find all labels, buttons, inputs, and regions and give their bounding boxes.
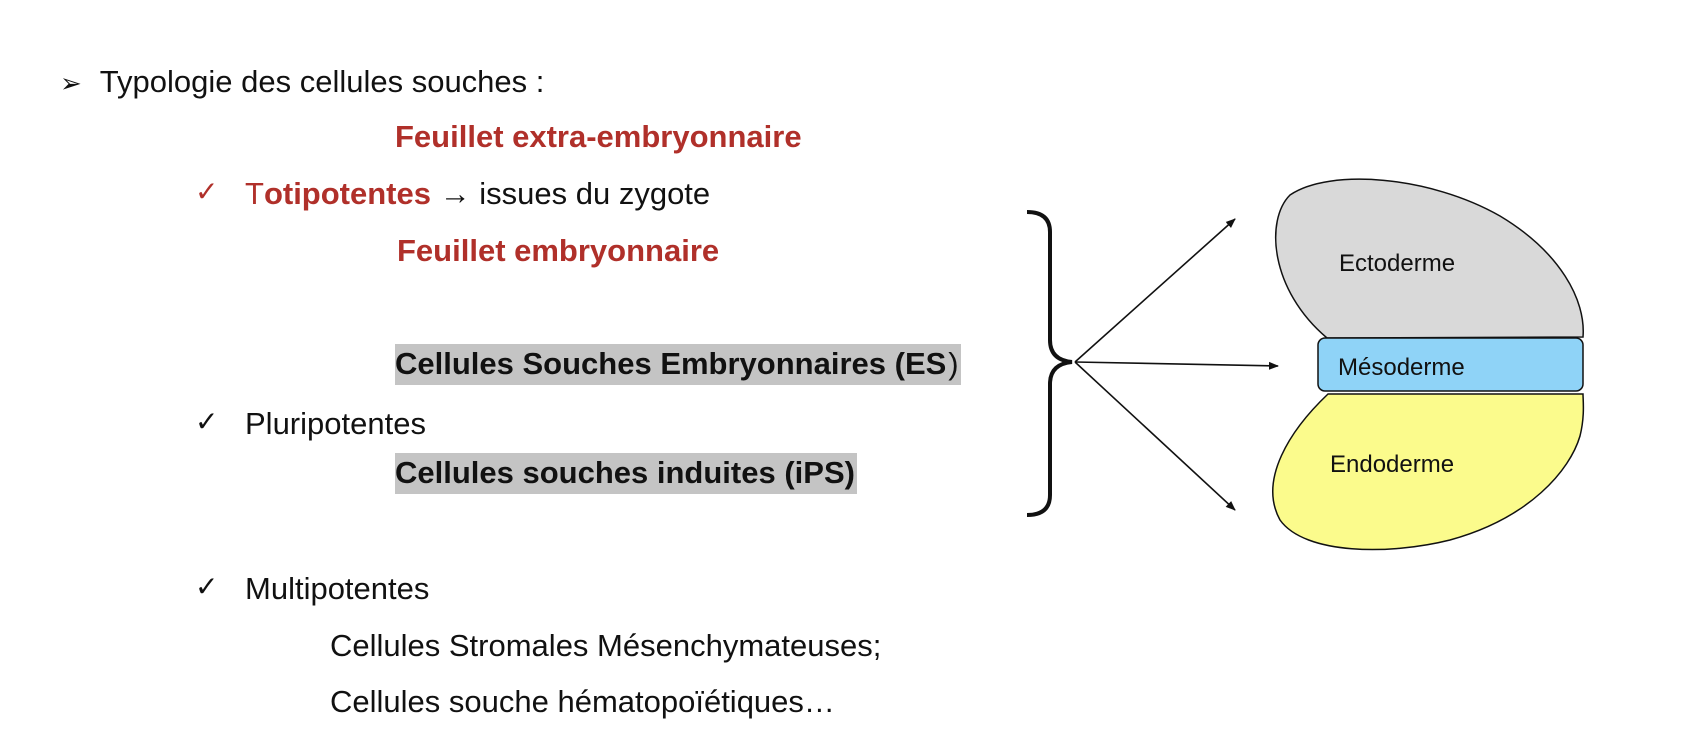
endoderme-shape — [1272, 393, 1585, 551]
pluripotentes-label: Pluripotentes — [245, 406, 426, 441]
main-bullet: ➢ Typologie des cellules souches : — [60, 63, 544, 102]
check-icon-multipotentes: ✓ — [195, 571, 219, 602]
ectoderme-label: Ectoderme — [1339, 250, 1455, 277]
mesoderme-shape — [1317, 337, 1584, 392]
ips-cells-box: Cellules souches induites (iPS) — [395, 453, 857, 494]
bullet-arrow-icon: ➢ — [60, 68, 82, 98]
curly-brace — [1026, 210, 1073, 517]
arrow-to-endoderme — [1074, 361, 1236, 511]
arrow-to-mesoderme — [1074, 361, 1279, 370]
totipotentes-first-letter: T — [245, 176, 264, 211]
heading-embryonnaire: Feuillet embryonnaire — [397, 233, 720, 268]
multipotentes-item: Cellules souche hématopoïétiques… — [330, 684, 835, 719]
endoderme-label: Endoderme — [1330, 451, 1454, 478]
multipotentes-label: Multipotentes — [245, 571, 430, 606]
heading-extra-embryonnaire: Feuillet extra-embryonnaire — [395, 119, 802, 154]
mesoderme-label: Mésoderme — [1338, 354, 1465, 381]
arrow-to-ectoderme — [1074, 218, 1236, 363]
totipotentes-label: otipotentes — [263, 176, 431, 211]
check-icon-totipotentes: ✓ — [195, 176, 219, 207]
ips-cells-label: Cellules souches induites (iPS) — [395, 453, 857, 494]
es-cells-label: Cellules Souches Embryonnaires (ES — [395, 344, 949, 385]
totipotentes-line: Totipotentes → issues du zygote — [245, 175, 710, 213]
totipotentes-description: issues du zygote — [479, 176, 711, 211]
es-cells-box: Cellules Souches Embryonnaires (ES) — [395, 344, 961, 385]
right-arrow-icon: → — [439, 176, 471, 211]
ectoderme-shape — [1274, 178, 1584, 339]
main-bullet-text: Typologie des cellules souches : — [99, 64, 545, 99]
multipotentes-item: Cellules Stromales Mésenchymateuses; — [330, 628, 882, 663]
es-cells-close: ) — [948, 344, 961, 385]
check-icon-pluripotentes: ✓ — [195, 406, 219, 437]
